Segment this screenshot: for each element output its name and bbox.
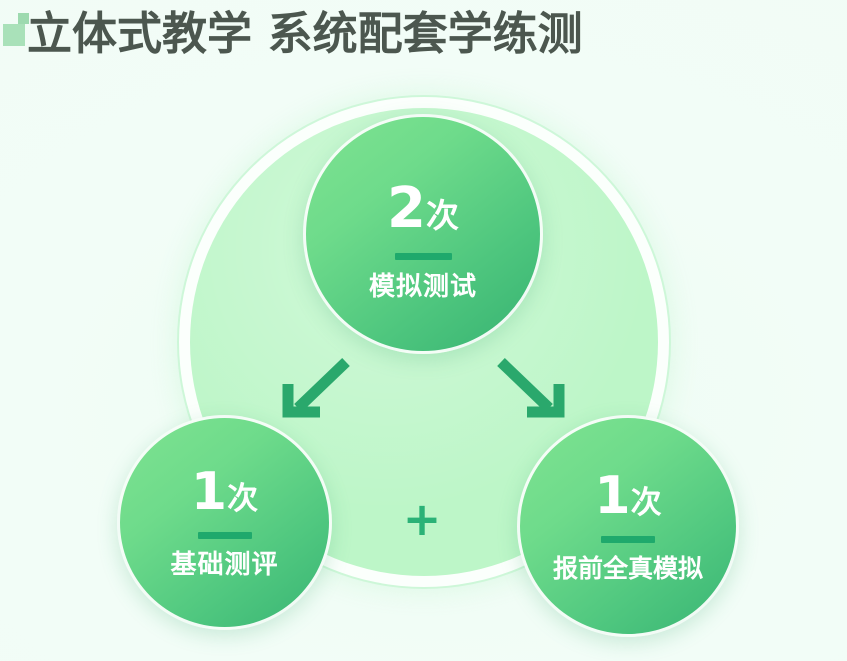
node-top-count: 2 xyxy=(387,175,426,241)
node-right-label: 报前全真模拟 xyxy=(552,553,703,583)
decoration-square-large xyxy=(3,24,25,46)
arrow-down-right-icon xyxy=(497,358,565,418)
node-right-count: 1 xyxy=(594,465,630,526)
node-left-count: 1 xyxy=(190,461,227,522)
decoration-square-small xyxy=(18,13,29,24)
plus-sign: + xyxy=(402,492,442,546)
node-top-count-row: 2 次 xyxy=(387,175,459,241)
node-top[interactable]: 2 次 模拟测试 xyxy=(303,114,543,354)
node-left-divider xyxy=(197,531,252,539)
node-left-unit: 次 xyxy=(227,480,259,517)
node-top-unit: 次 xyxy=(425,195,459,235)
arrow-down-left-icon xyxy=(282,358,350,418)
node-left-label: 基础测评 xyxy=(170,549,279,580)
node-right-unit: 次 xyxy=(630,484,662,521)
node-right-divider xyxy=(601,535,655,543)
node-left[interactable]: 1 次 基础测评 xyxy=(117,415,332,630)
page-header: 立体式教学 系统配套学练测 xyxy=(0,0,847,78)
page-title: 立体式教学 系统配套学练测 xyxy=(27,7,583,60)
node-left-count-row: 1 次 xyxy=(191,466,258,518)
node-right[interactable]: 1 次 报前全真模拟 xyxy=(517,415,739,637)
node-top-label: 模拟测试 xyxy=(368,271,477,302)
cycle-diagram: 2 次 模拟测试 1 次 基础测评 1 次 报前全真模拟 xyxy=(0,78,847,661)
node-top-divider xyxy=(394,252,452,260)
node-right-count-row: 1 次 xyxy=(594,470,661,522)
